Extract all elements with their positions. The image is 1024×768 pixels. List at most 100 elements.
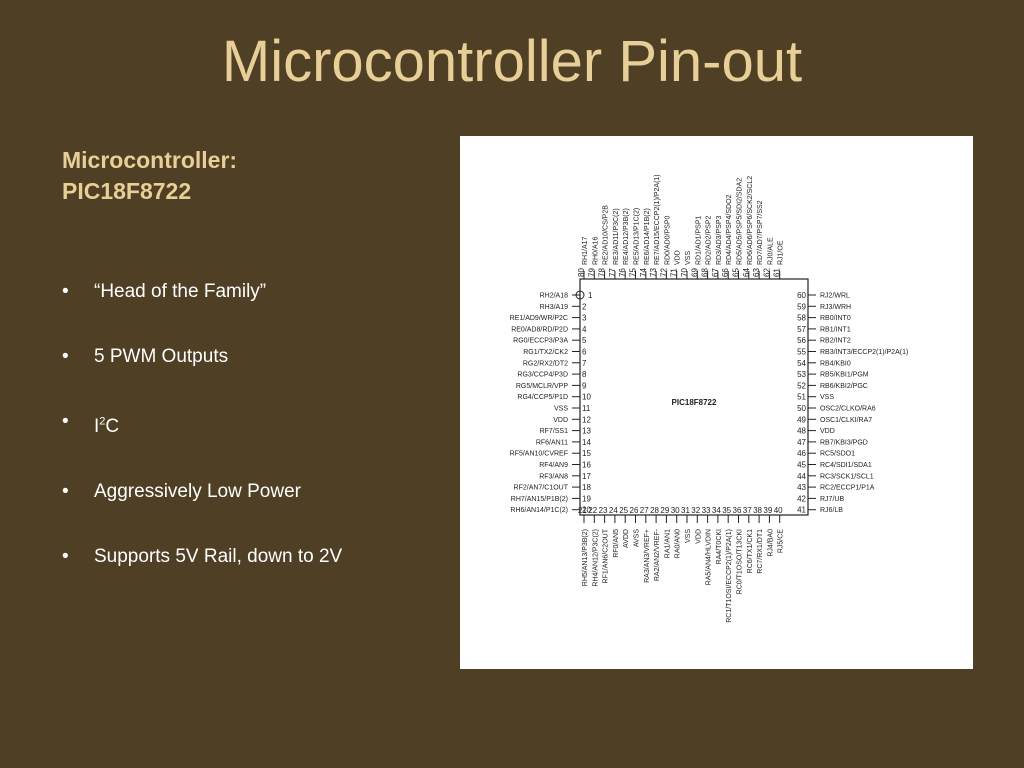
pin-label: VDD (820, 428, 835, 435)
pin-number: 69 (690, 268, 699, 277)
pin-label: RD6/AD6/PSP6/SCK2/SCL2 (747, 176, 754, 265)
pin-label: VDD (553, 417, 568, 424)
pin-label: RC6/TX1/CK1 (747, 529, 754, 573)
pin-label: RA4/T0CKI (716, 529, 723, 564)
pin-label: RG5/MCLR/VPP (516, 383, 568, 390)
pin-number: 64 (742, 268, 751, 277)
pin-label: RD3/AD3/PSP3 (716, 215, 723, 265)
pin-label: RJ0/ALE (767, 237, 774, 265)
pin-label: RF4/AN9 (539, 462, 568, 469)
pin-label: RA0/AN0 (675, 529, 682, 558)
pin-number: 12 (582, 415, 591, 424)
pin-label: RG0/ECCP3/P3A (513, 338, 568, 345)
pin-label: RF5/AN10/CVREF (510, 451, 568, 458)
pin-number: 37 (743, 506, 752, 515)
pin-number: 35 (722, 506, 731, 515)
pin-label: RE7/AD15/ECCP2(1)/P2A(1) (654, 174, 661, 265)
pin-label: VDD (695, 529, 702, 544)
pin-number: 40 (774, 506, 783, 515)
bullet-text: 5 PWM Outputs (94, 346, 229, 367)
pin-number: 16 (582, 461, 591, 470)
pin-number: 26 (630, 506, 639, 515)
pin-number: 34 (712, 506, 721, 515)
bullet-marker: • (62, 481, 69, 503)
pin-number: 75 (629, 268, 638, 277)
pin-number: 56 (797, 336, 806, 345)
pin-label: RB5/KBI1/PGM (820, 372, 869, 379)
pin-number: 57 (797, 325, 806, 334)
pin-label: VSS (820, 394, 834, 401)
bullet-text: Supports 5V Rail, down to 2V (94, 546, 343, 568)
bullet-item: •I2C (62, 410, 382, 439)
pin-label: RF0/AN5 (613, 529, 620, 558)
pin-number: 3 (582, 314, 587, 323)
subtitle-line-1: Microcontroller: (62, 147, 238, 173)
pin-number: 38 (753, 506, 762, 515)
pin-label: OSC2/CLKO/RA6 (820, 406, 876, 413)
pin-number: 50 (797, 404, 806, 413)
pin-number: 80 (577, 268, 586, 277)
pin-number: 74 (639, 268, 648, 277)
pin-number: 9 (582, 381, 587, 390)
pin-number: 78 (598, 268, 607, 277)
pin-number: 49 (797, 415, 806, 424)
pin-number: 67 (711, 268, 720, 277)
pinout-diagram: PIC18F8722 80RH1/A1779RH0/A1678RE2/AD10/… (510, 174, 909, 623)
pin-number: 55 (797, 348, 806, 357)
pin-label: RA2/AN2/VREF- (654, 528, 661, 581)
pin-label: AVSS (634, 529, 641, 547)
bullet-text: I2C (94, 416, 119, 437)
pin-number: 60 (797, 291, 806, 300)
pin-label: RF7/SS1 (540, 428, 569, 435)
bullet-item: • “Head of the Family” (62, 280, 382, 304)
pin-label: RA5/AN4/HLVDIN (706, 529, 713, 585)
pin-number: 46 (797, 449, 806, 458)
pin-number: 39 (763, 506, 772, 515)
pin-number: 42 (797, 494, 806, 503)
pin-label: RA3/AN3/VREF+ (644, 529, 651, 583)
pin-label: RJ5/CE (778, 529, 785, 553)
pin-number: 18 (582, 483, 591, 492)
pin-label: VSS (685, 529, 692, 543)
bullet-text: “Head of the Family” (94, 281, 267, 302)
pin-number: 14 (582, 438, 591, 447)
pin-label: RD4/AD4/PSP4/SDO2 (726, 194, 733, 265)
pin-number: 43 (797, 483, 806, 492)
pin-label: RE4/AD12/P3B(2) (623, 208, 630, 265)
pin-number: 58 (797, 314, 806, 323)
pin-label: RG4/CCP5/P1D (517, 394, 568, 401)
pin-number: 10 (582, 393, 591, 402)
pin-label: OSC1/CLKI/RA7 (820, 417, 872, 424)
pin-label: VSS (554, 406, 568, 413)
pin-number: 11 (582, 404, 591, 413)
pin-number: 24 (609, 506, 618, 515)
pin-number: 54 (797, 359, 806, 368)
pin-label: RE5/AD13/P1C(2) (634, 208, 641, 265)
subtitle-line-2: PIC18F8722 (62, 178, 192, 204)
pin-number: 6 (582, 348, 587, 357)
pin-number: 61 (773, 268, 782, 277)
bullet-marker: • (62, 546, 69, 568)
pin-label: RC1/T1OSI/ECCP2(1)/P2A(1) (726, 529, 733, 623)
bullet-text: Aggressively Low Power (94, 481, 301, 503)
pin-number: 71 (670, 268, 679, 277)
pin-label: RB1/INT1 (820, 326, 851, 333)
pin-number: 8 (582, 370, 587, 379)
pin-label: RJ7/UB (820, 496, 844, 503)
pin-number: 66 (721, 268, 730, 277)
pin-number: 23 (599, 506, 608, 515)
pin-label: RC5/SDO1 (820, 451, 855, 458)
pin-label: RH3/A19 (540, 304, 569, 311)
pin-label: RE6/AD14/P1B(2) (644, 208, 651, 265)
pin-number: 79 (587, 268, 596, 277)
i2c-prefix: I (94, 416, 100, 438)
bullet-marker: • (62, 281, 69, 302)
pin-label: RG3/CCP4/P3D (517, 372, 568, 379)
pin-number: 30 (671, 506, 680, 515)
pin-number: 65 (732, 268, 741, 277)
pin-number: 53 (797, 370, 806, 379)
pin-number: 19 (582, 494, 591, 503)
bullet-marker: • (62, 346, 69, 367)
pin-label: RC0/T1OSO/T13CKI (737, 529, 744, 594)
